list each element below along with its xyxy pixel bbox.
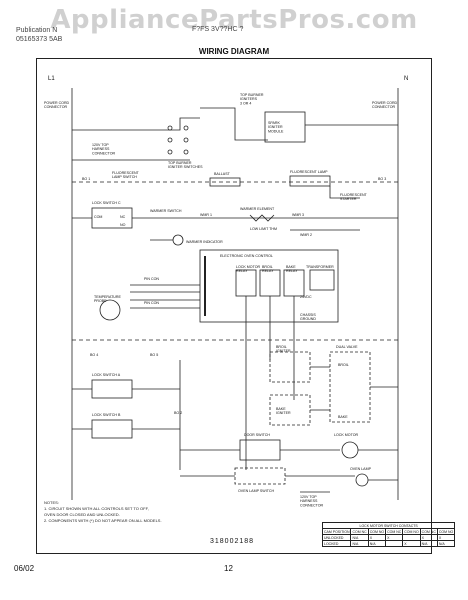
lock-table-cell: X bbox=[402, 540, 421, 547]
oven-lamp-switch-label: OVEN LAMP SWITCH bbox=[238, 489, 274, 493]
wmr2-label: WMR 2 bbox=[300, 233, 312, 237]
lock-table-cell: N/A bbox=[419, 540, 438, 547]
fluorescent-lamp-box bbox=[289, 175, 331, 187]
table-row: UNLOCKED N/A X X X X bbox=[321, 534, 456, 541]
door-switch-label: DOOR SWITCH bbox=[244, 433, 270, 437]
lock-switch-c-com: COM bbox=[94, 215, 102, 219]
temperature-probe bbox=[99, 299, 121, 321]
broil-valve-label: BROIL bbox=[338, 363, 349, 367]
lock-table-cell: N/A bbox=[436, 540, 456, 547]
lock-switch-c-nc: NC bbox=[120, 215, 126, 219]
bo4-label: BO 4 bbox=[90, 353, 98, 357]
lock-motor-symbol bbox=[341, 441, 359, 459]
transformer-label: TRANSFORMER bbox=[306, 265, 334, 269]
l1-label: L1 bbox=[48, 76, 55, 82]
broil-igniter-box bbox=[269, 351, 311, 383]
ballast-box bbox=[209, 177, 241, 187]
oven-lamp-symbol bbox=[355, 473, 369, 487]
low-limit-label: LOW LIMIT THM bbox=[250, 227, 277, 231]
warmer-indicator bbox=[172, 234, 184, 246]
footer-page-number: 12 bbox=[224, 564, 233, 573]
notes-line3: 2. COMPONENTS WITH (*) DO NOT APPEAR ON … bbox=[44, 518, 162, 523]
table-row: LOCKED N/A N/A X N/A N/A bbox=[321, 540, 456, 547]
header-model: F?FS 3V??HC ? bbox=[192, 26, 244, 33]
lock-switch-c-label: LOCK SWITCH C bbox=[92, 201, 121, 205]
lock-motor-switch-table: LOCK MOTOR SWITCH CONTACTS CAM POSITION … bbox=[321, 522, 456, 547]
bo1-label: BO 1 bbox=[82, 177, 90, 181]
notes-heading: NOTES: bbox=[44, 500, 59, 505]
bo5-label: BO 5 bbox=[150, 353, 158, 357]
footer-date: 06/02 bbox=[14, 564, 35, 573]
lock-switch-b-label: LOCK SWITCH B bbox=[92, 413, 121, 417]
eoc-label: ELECTRONIC OVEN CONTROL bbox=[220, 254, 273, 258]
lock-table-cell: N/A bbox=[350, 540, 369, 547]
page-title: WIRING DIAGRAM bbox=[198, 47, 270, 56]
notes-line2: OVEN DOOR CLOSED AND UNLOCKED. bbox=[44, 512, 120, 517]
warmer-indicator-label: WARMER INDICATOR bbox=[186, 240, 223, 244]
pin-con-2-label: PIN CON bbox=[144, 301, 159, 305]
bo3-label: BO 3 bbox=[378, 177, 386, 181]
n-label: N bbox=[404, 76, 408, 82]
notes: NOTES: 1. CIRCUIT SHOWN WITH ALL CONTROL… bbox=[44, 500, 162, 524]
dual-valve-label: DUAL VALVE bbox=[336, 345, 358, 349]
oven-lamp-label: OVEN LAMP bbox=[350, 467, 372, 471]
lock-switch-a-label: LOCK SWITCH A bbox=[92, 373, 121, 377]
watermark: AppliancePartsPros.com bbox=[50, 5, 418, 35]
lock-switch-c-no: NO bbox=[120, 223, 126, 227]
diagram-frame bbox=[36, 58, 432, 554]
document-number: 318002188 bbox=[210, 538, 255, 545]
wmr3-label: WMR 3 bbox=[292, 213, 304, 217]
header-publication: Publication N 05165373 5AB bbox=[16, 26, 62, 44]
24vdc-label: 24VDC bbox=[300, 295, 312, 299]
header-line2: 05165373 5AB bbox=[16, 36, 63, 43]
transformer-box bbox=[309, 269, 335, 291]
warmer-switch-label: WARMER SWITCH bbox=[150, 209, 182, 213]
eoc-box bbox=[199, 249, 339, 323]
lock-table-cell: LOCKED bbox=[321, 540, 352, 547]
header-line1: Publication N bbox=[16, 27, 58, 34]
lock-motor-label: LOCK MOTOR bbox=[334, 433, 358, 437]
notes-line1: 1. CIRCUIT SHOWN WITH ALL CONTROLS SET T… bbox=[44, 506, 149, 511]
bake-valve-label: BAKE bbox=[338, 415, 348, 419]
dual-valve-box bbox=[329, 351, 371, 423]
warmer-element-coil bbox=[249, 214, 275, 222]
fluorescent-lamp-label: FLUORESCENT LAMP bbox=[290, 170, 328, 174]
lock-table-cell: N/A bbox=[367, 540, 387, 547]
pin-con-1-label: PIN CON bbox=[144, 277, 159, 281]
bo2-label: BO 2 bbox=[174, 411, 182, 415]
ballast-label: BALLAST bbox=[214, 172, 231, 176]
wmr1-label: WMR 1 bbox=[200, 213, 212, 217]
spark-module-box bbox=[264, 111, 306, 143]
warmer-element-label: WARMER ELEMENT bbox=[240, 207, 275, 211]
lock-table-cell bbox=[385, 540, 404, 547]
